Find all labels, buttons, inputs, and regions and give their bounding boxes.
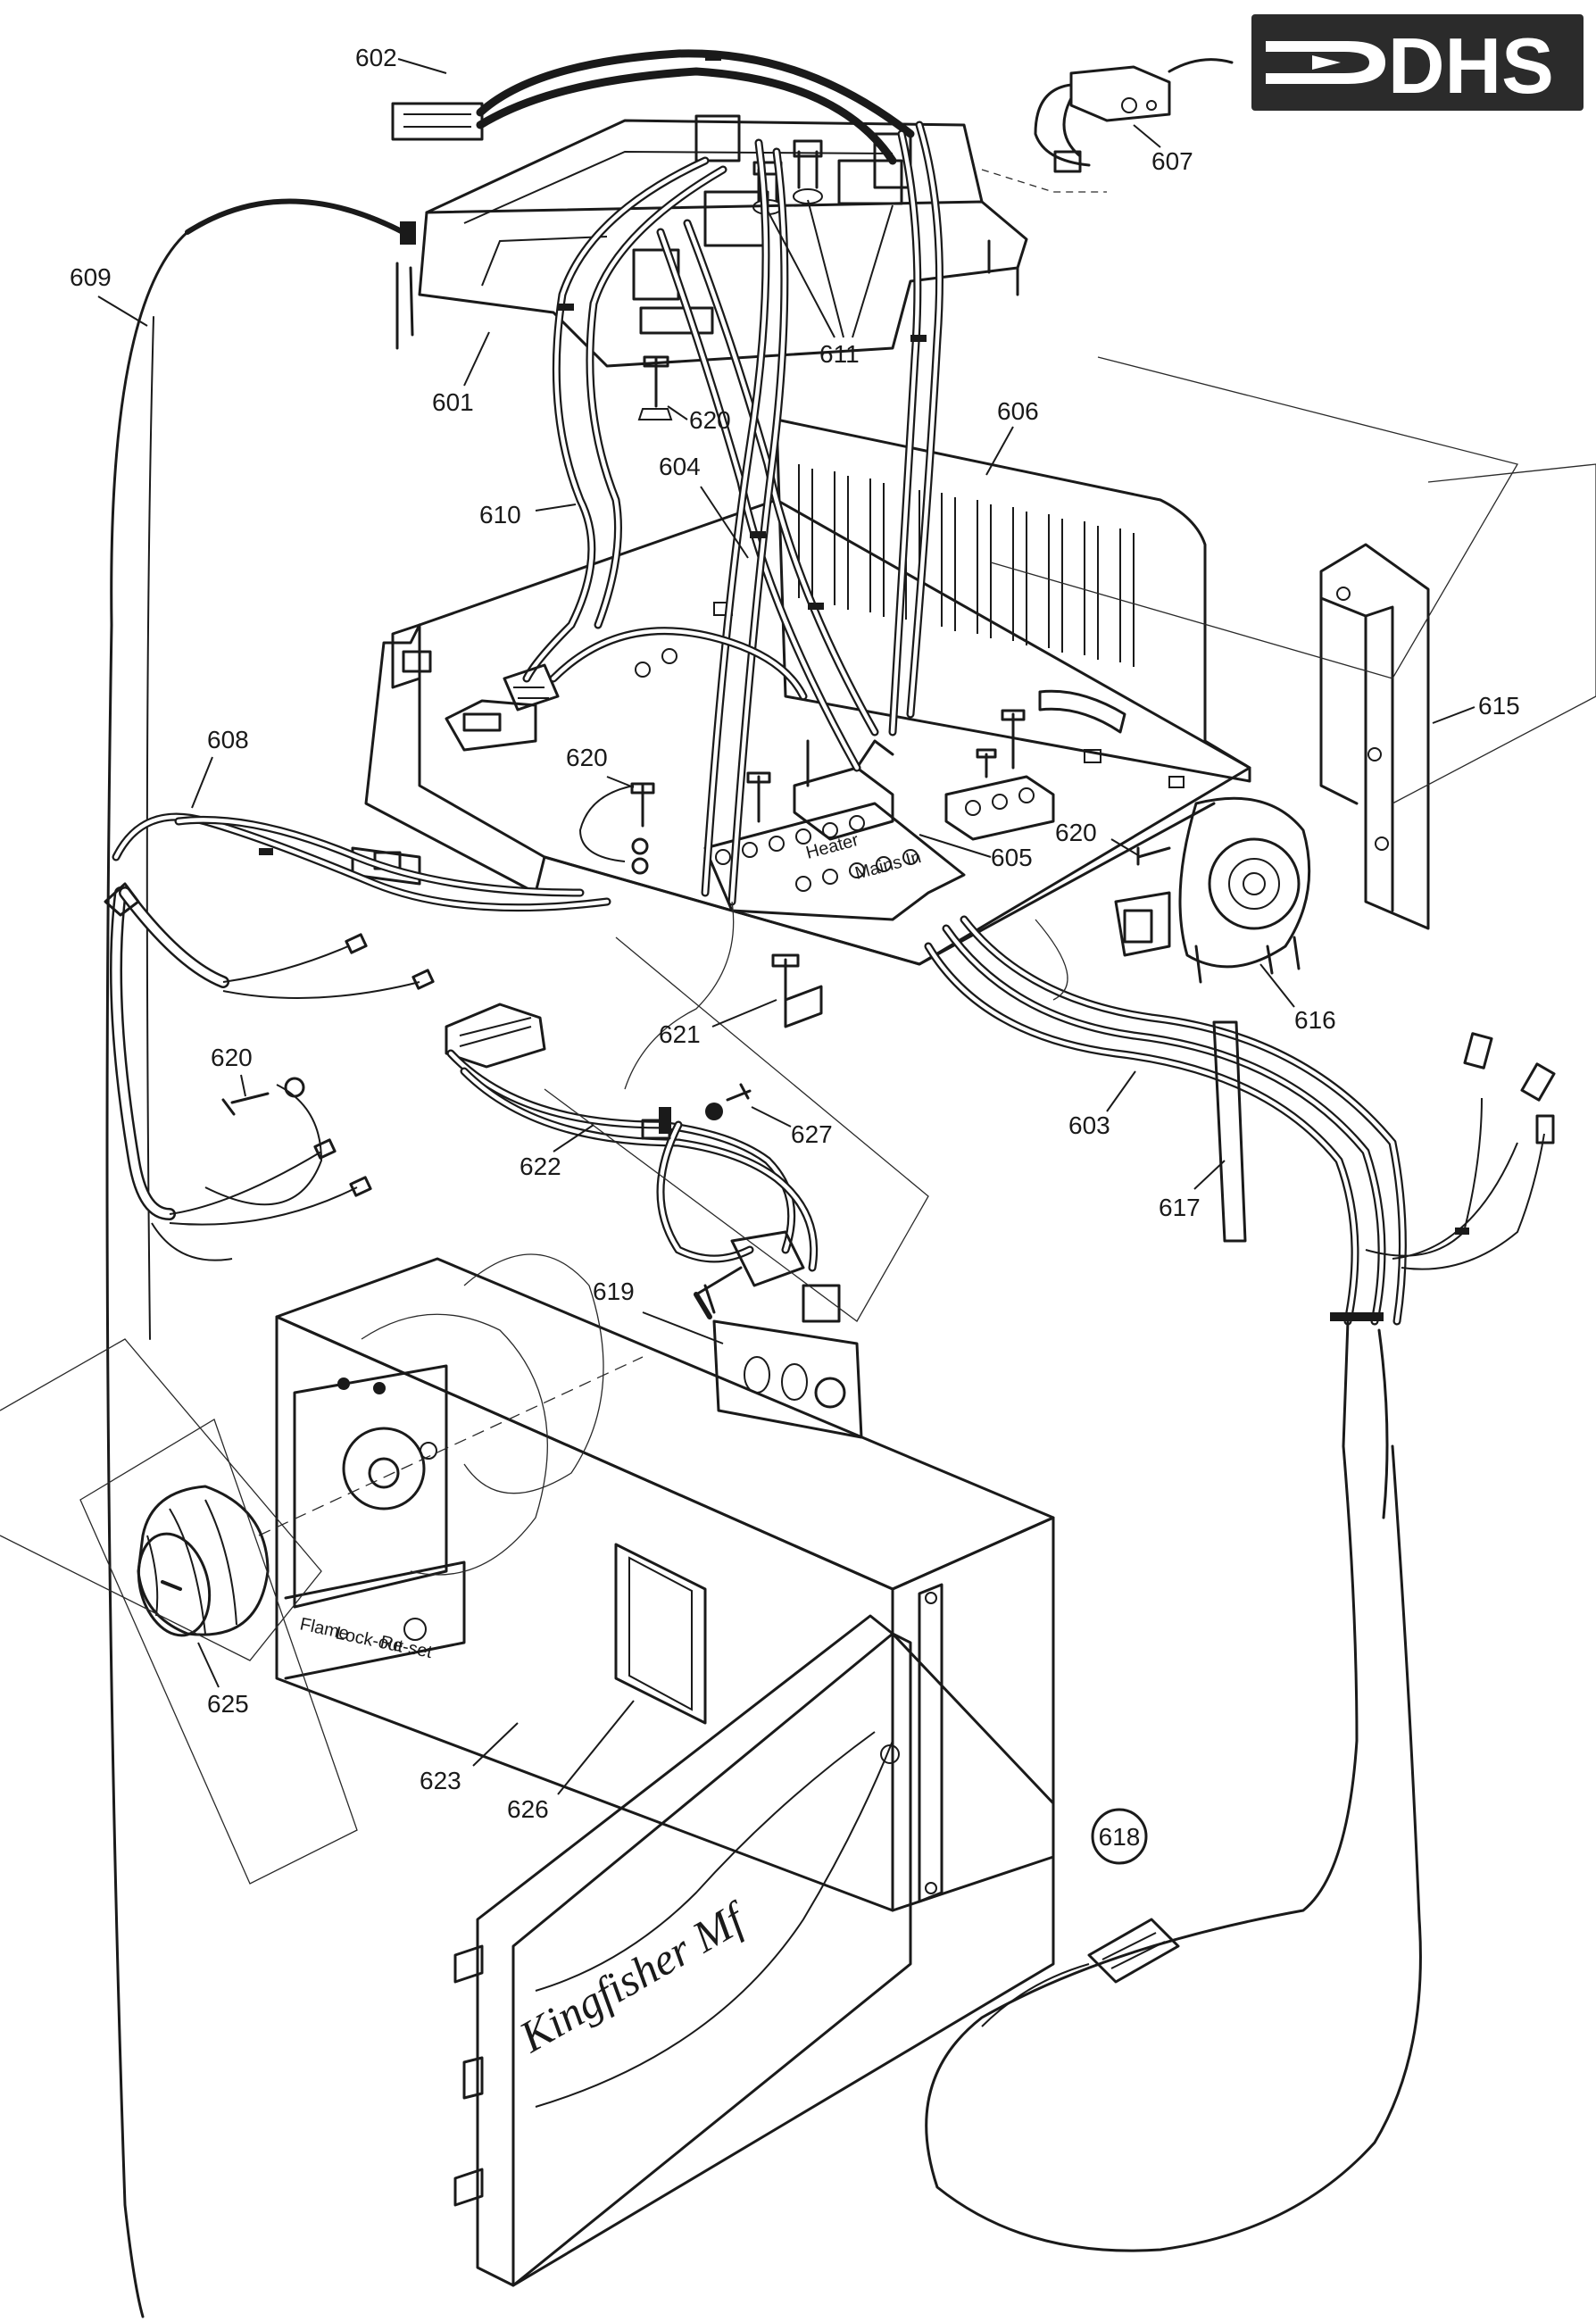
svg-text:620: 620 [1055, 819, 1097, 846]
svg-text:605: 605 [991, 844, 1033, 871]
svg-text:620: 620 [689, 406, 731, 434]
callout-623: 623 [420, 1722, 519, 1794]
svg-text:619: 619 [593, 1278, 635, 1305]
svg-text:623: 623 [420, 1767, 461, 1794]
callout-626: 626 [507, 1700, 635, 1823]
svg-text:620: 620 [211, 1044, 253, 1071]
svg-text:616: 616 [1294, 1006, 1336, 1034]
harness-603 [924, 796, 1556, 2252]
callout-604: 604 [659, 453, 749, 559]
thermostat-probe-609 [105, 198, 416, 2318]
callout-627: 627 [751, 1106, 833, 1148]
svg-text:617: 617 [1159, 1194, 1201, 1221]
control-box-623: Flame Lock-out Re-set [258, 1257, 1055, 1912]
connector-602 [391, 49, 915, 165]
bracket-615 [1319, 543, 1430, 930]
svg-text:610: 610 [479, 501, 521, 528]
harness-608 [104, 812, 611, 1261]
callout-620-right: 620 [1055, 819, 1139, 856]
callout-618-badge: 618 [1091, 1808, 1148, 1865]
callout-609: 609 [70, 263, 148, 327]
callout-602: 602 [355, 44, 447, 74]
harness-622 [445, 1003, 863, 1439]
logo-background [1251, 14, 1584, 111]
svg-text:609: 609 [70, 263, 112, 291]
svg-text:607: 607 [1151, 147, 1193, 175]
terminal-blocks: Heater Mains In [578, 709, 1171, 1002]
callout-610: 610 [479, 501, 577, 528]
svg-text:608: 608 [207, 726, 249, 753]
board-label-mains-in: Mains In [853, 847, 924, 884]
callout-616: 616 [1259, 963, 1336, 1034]
callout-607: 607 [1133, 124, 1193, 175]
svg-text:625: 625 [207, 1690, 249, 1718]
logo-arrow-icon [1266, 41, 1385, 84]
callout-620-mid: 620 [566, 744, 635, 788]
svg-text:603: 603 [1068, 1111, 1110, 1139]
svg-text:627: 627 [791, 1120, 833, 1148]
svg-text:615: 615 [1478, 692, 1520, 720]
callout-620-top: 620 [667, 405, 731, 434]
reference-outlines [0, 356, 1596, 1885]
callout-621: 621 [659, 999, 777, 1048]
vent-slots [798, 464, 1135, 667]
dhs-logo: DHS [1251, 14, 1584, 111]
svg-text:604: 604 [659, 453, 701, 480]
svg-text:601: 601 [432, 388, 474, 416]
connector-607 [981, 58, 1234, 193]
callout-625: 625 [197, 1642, 249, 1718]
callout-608: 608 [191, 726, 249, 809]
svg-text:626: 626 [507, 1795, 549, 1823]
control-knob-625 [137, 1485, 270, 1637]
callout-620-left: 620 [211, 1044, 253, 1097]
svg-text:622: 622 [520, 1153, 561, 1180]
logo-text: DHS [1388, 21, 1554, 110]
wire-loom-604-610 [503, 54, 943, 906]
callout-619: 619 [593, 1278, 724, 1344]
board-label-heater: Heater [804, 830, 861, 863]
svg-text:602: 602 [355, 44, 397, 71]
callout-603: 603 [1068, 1070, 1136, 1139]
callout-611: 611 [767, 199, 894, 368]
svg-text:621: 621 [659, 1020, 701, 1048]
svg-text:611: 611 [819, 340, 860, 368]
callout-606: 606 [985, 397, 1039, 476]
pcb-housing-601 [395, 114, 1028, 420]
callout-617: 617 [1159, 1160, 1226, 1221]
callout-622: 622 [520, 1124, 594, 1180]
front-fascia-door: Kingfisher Mf [453, 1614, 1055, 2287]
callout-615: 615 [1432, 692, 1520, 724]
svg-text:618: 618 [1099, 1823, 1141, 1851]
part-callouts: 602 607 609 601 620 611 606 610 [70, 44, 1520, 1865]
callout-605: 605 [919, 834, 1033, 871]
svg-text:620: 620 [566, 744, 608, 771]
callout-601: 601 [432, 331, 490, 416]
svg-text:606: 606 [997, 397, 1039, 425]
